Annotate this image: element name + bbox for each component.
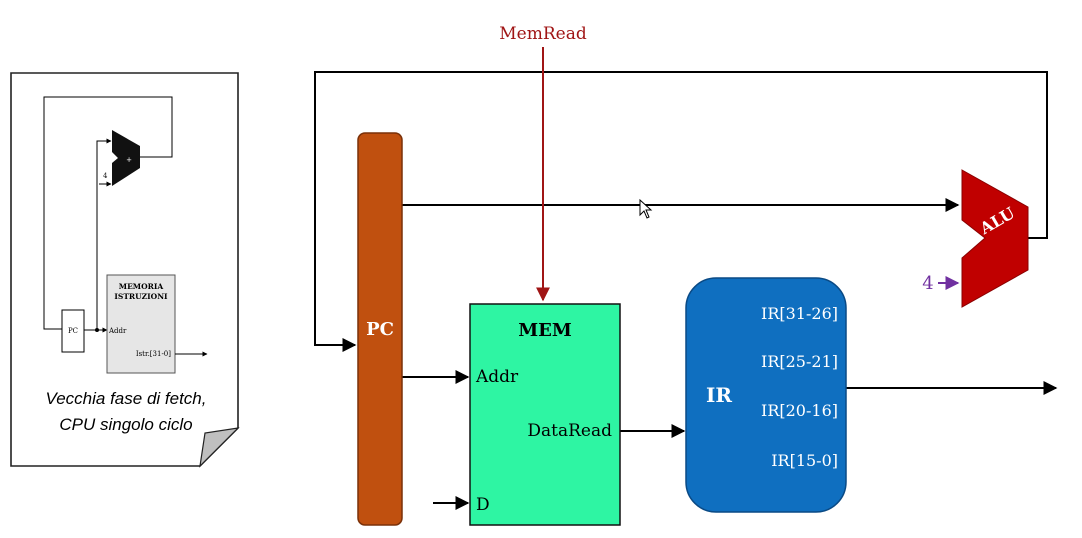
mem-dataread-port-label: DataRead (527, 421, 612, 441)
pc-register-label: PC (366, 319, 394, 340)
mini-pc-to-adder-wire (96, 138, 112, 329)
ir-field-20-16: IR[20-16] (761, 401, 838, 420)
mini-pc-feedback-wire (43, 96, 173, 330)
alu-to-pc-feedback-wire (314, 71, 1048, 352)
ir-field-25-21: IR[25-21] (761, 352, 838, 371)
mini-adder-shape (112, 130, 140, 186)
memread-signal-label: MemRead (499, 24, 587, 44)
ir-field-31-26: IR[31-26] (761, 304, 838, 323)
note-caption-line2: CPU singolo ciclo (59, 415, 192, 434)
note-caption-line1: Vecchia fase di fetch, (46, 389, 207, 408)
ir-field-15-0: IR[15-0] (771, 451, 838, 470)
mini-wire-junction (95, 328, 99, 332)
mem-block-label: MEM (518, 320, 572, 341)
mini-pc-label: PC (68, 327, 78, 335)
mini-adder-four: 4 (103, 172, 108, 180)
old-fetch-note-card: + 4 PC MEMORIA ISTRUZIONI Addr Istr.[31-… (10, 72, 240, 468)
mini-memory-istr-label: Istr.[31-0] (136, 350, 171, 358)
alu-constant-four: 4 (922, 273, 933, 294)
mem-block (469, 303, 621, 526)
mini-pc-box (61, 309, 85, 353)
mem-addr-port-label: Addr (475, 367, 519, 387)
mini-instruction-memory (106, 274, 176, 374)
ir-register-label: IR (706, 383, 732, 407)
mini-adder-plus: + (126, 156, 132, 164)
mem-d-port-label: D (476, 495, 490, 515)
note-card-folded-corner (199, 427, 240, 468)
mini-memory-title-line1: MEMORIA (119, 282, 164, 291)
mini-memory-title-line2: ISTRUZIONI (114, 292, 168, 301)
alu-block (961, 169, 1029, 308)
mini-memory-addr-label: Addr (108, 327, 127, 335)
mouse-cursor-icon (639, 198, 653, 219)
ir-register (685, 277, 847, 513)
pc-register (357, 132, 403, 526)
